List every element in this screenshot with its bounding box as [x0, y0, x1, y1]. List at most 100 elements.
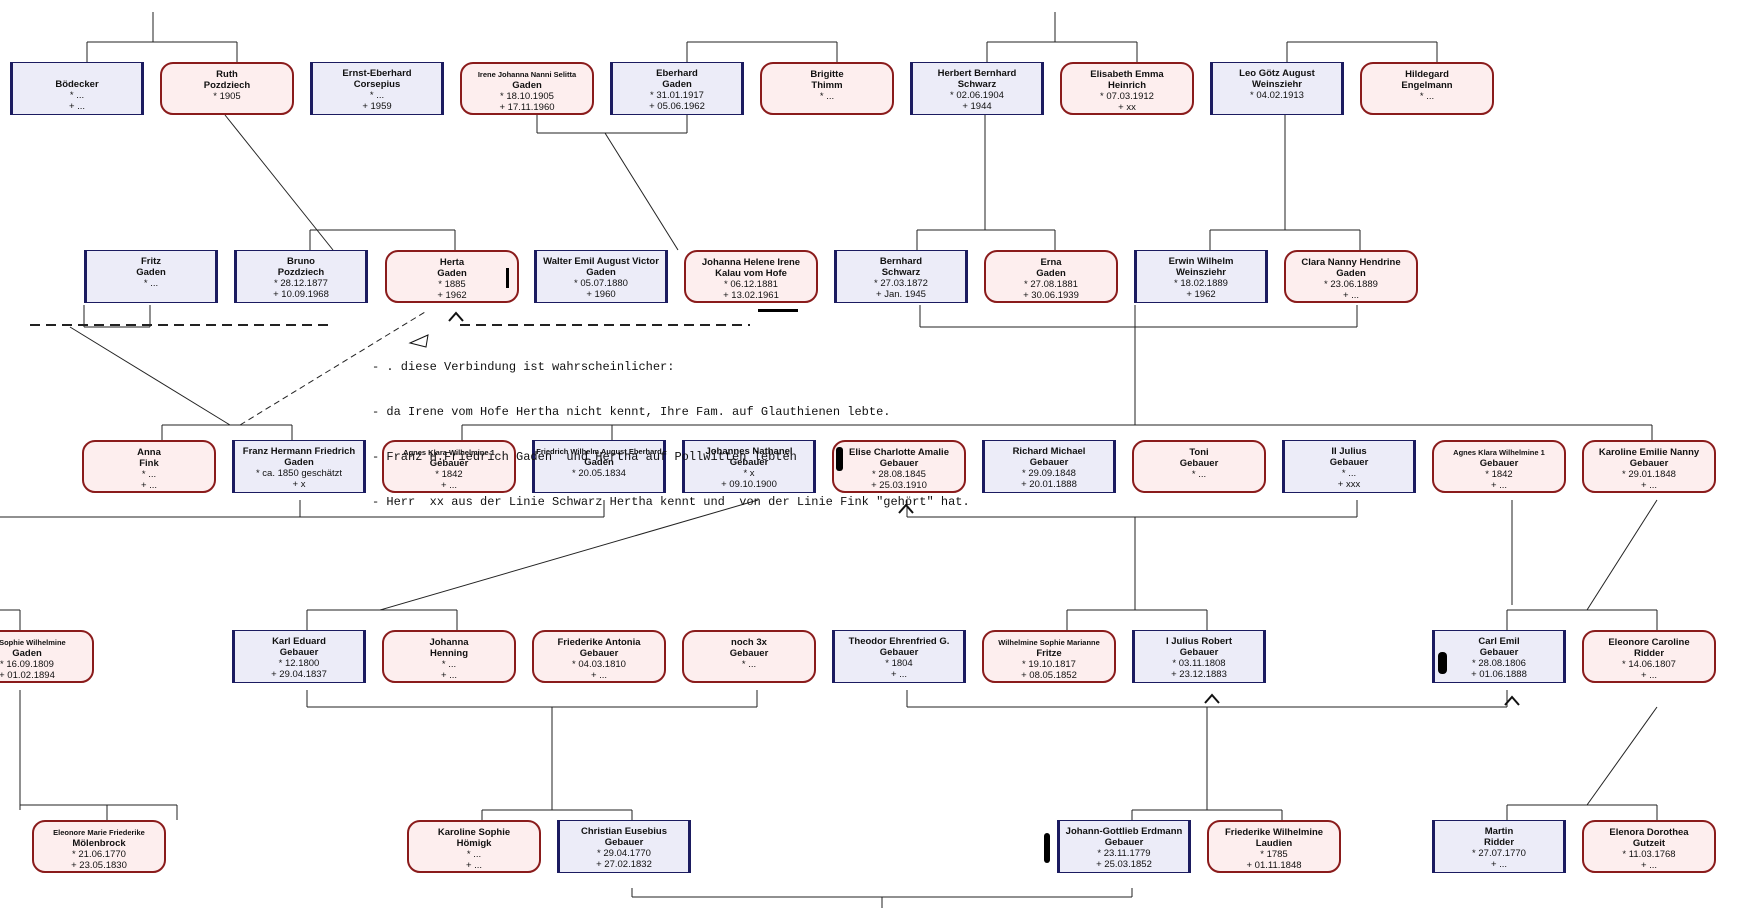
person-surname: Gaden — [662, 79, 692, 90]
person-given-name: Herta — [439, 257, 465, 268]
person-birth: * ... — [141, 469, 157, 480]
person-death: + x — [292, 479, 306, 490]
note-line: - Franz H.Friedrich Gaden und Hertha auf… — [372, 450, 797, 464]
person-box-boedecker[interactable]: Bödecker* ...+ ... — [10, 62, 144, 115]
person-surname: Gebauer — [1479, 458, 1519, 469]
person-birth: * ... — [819, 91, 835, 102]
person-death: + 1962 — [437, 290, 467, 301]
person-surname: Laudien — [1255, 838, 1293, 849]
person-given-name: Ruth — [216, 69, 238, 80]
person-birth: * 1842 — [1485, 469, 1513, 480]
person-given-name: noch 3x — [731, 637, 767, 648]
person-birth: * 06.12.1881 — [724, 279, 778, 290]
person-surname: Ridder — [1483, 837, 1515, 848]
person-given-name: Johann-Gottlieb Erdmann — [1065, 826, 1183, 837]
person-given-name: Bernhard — [879, 256, 923, 267]
person-surname: Gebauer — [579, 648, 619, 659]
person-birth: * 29.01.1848 — [1622, 469, 1676, 480]
person-death: + 17.11.1960 — [499, 102, 555, 113]
person-surname: Weinsziehr — [1252, 79, 1302, 90]
connector — [1586, 499, 1658, 611]
person-death: + 23.12.1883 — [1171, 669, 1227, 680]
person-birth: * 19.10.1817 — [1022, 659, 1076, 670]
person-birth: * 14.06.1807 — [1622, 659, 1676, 670]
person-death: + ... — [590, 670, 608, 681]
person-death — [684, 670, 814, 681]
arrow-icon — [1204, 693, 1220, 704]
person-death: + 20.01.1888 — [1021, 479, 1077, 490]
person-birth: * ... — [1419, 91, 1435, 102]
person-box-theodor[interactable]: Theodor Ehrenfried G.Gebauer* 1804+ ... — [832, 630, 966, 683]
person-birth: * 18.02.1889 — [1174, 278, 1228, 289]
person-surname: Fink — [139, 458, 159, 469]
connector — [69, 326, 231, 426]
person-birth: * 16.09.1809 — [0, 659, 54, 670]
person-surname: Ridder — [1633, 648, 1665, 659]
person-surname: Gaden — [437, 268, 467, 279]
person-given-name: Friederike Antonia — [557, 637, 641, 648]
person-death: + 10.09.1968 — [273, 289, 329, 300]
person-surname: Gebauer — [879, 458, 919, 469]
person-given-name: Richard Michael — [1012, 446, 1086, 457]
person-given-name: Friederike Wilhelmine — [1224, 827, 1324, 838]
person-surname: Gaden — [586, 267, 616, 278]
person-surname: Corsepius — [353, 79, 401, 90]
person-surname: Thimm — [811, 80, 843, 91]
person-given-name: Erna — [1040, 257, 1062, 268]
person-surname: Gebauer — [729, 457, 769, 468]
person-surname: Gaden — [584, 457, 614, 468]
person-surname: Gebauer — [279, 647, 319, 658]
person-surname: Heinrich — [1107, 80, 1146, 91]
person-birth: * 29.04.1770 — [597, 848, 651, 859]
person-given-name: Martin — [1484, 826, 1514, 837]
person-birth: * ... — [369, 90, 385, 101]
note-line: - da Irene vom Hofe Hertha nicht kennt, … — [372, 405, 891, 419]
person-given-name: Agnes Klara Wilhelmine 1 — [403, 448, 495, 457]
